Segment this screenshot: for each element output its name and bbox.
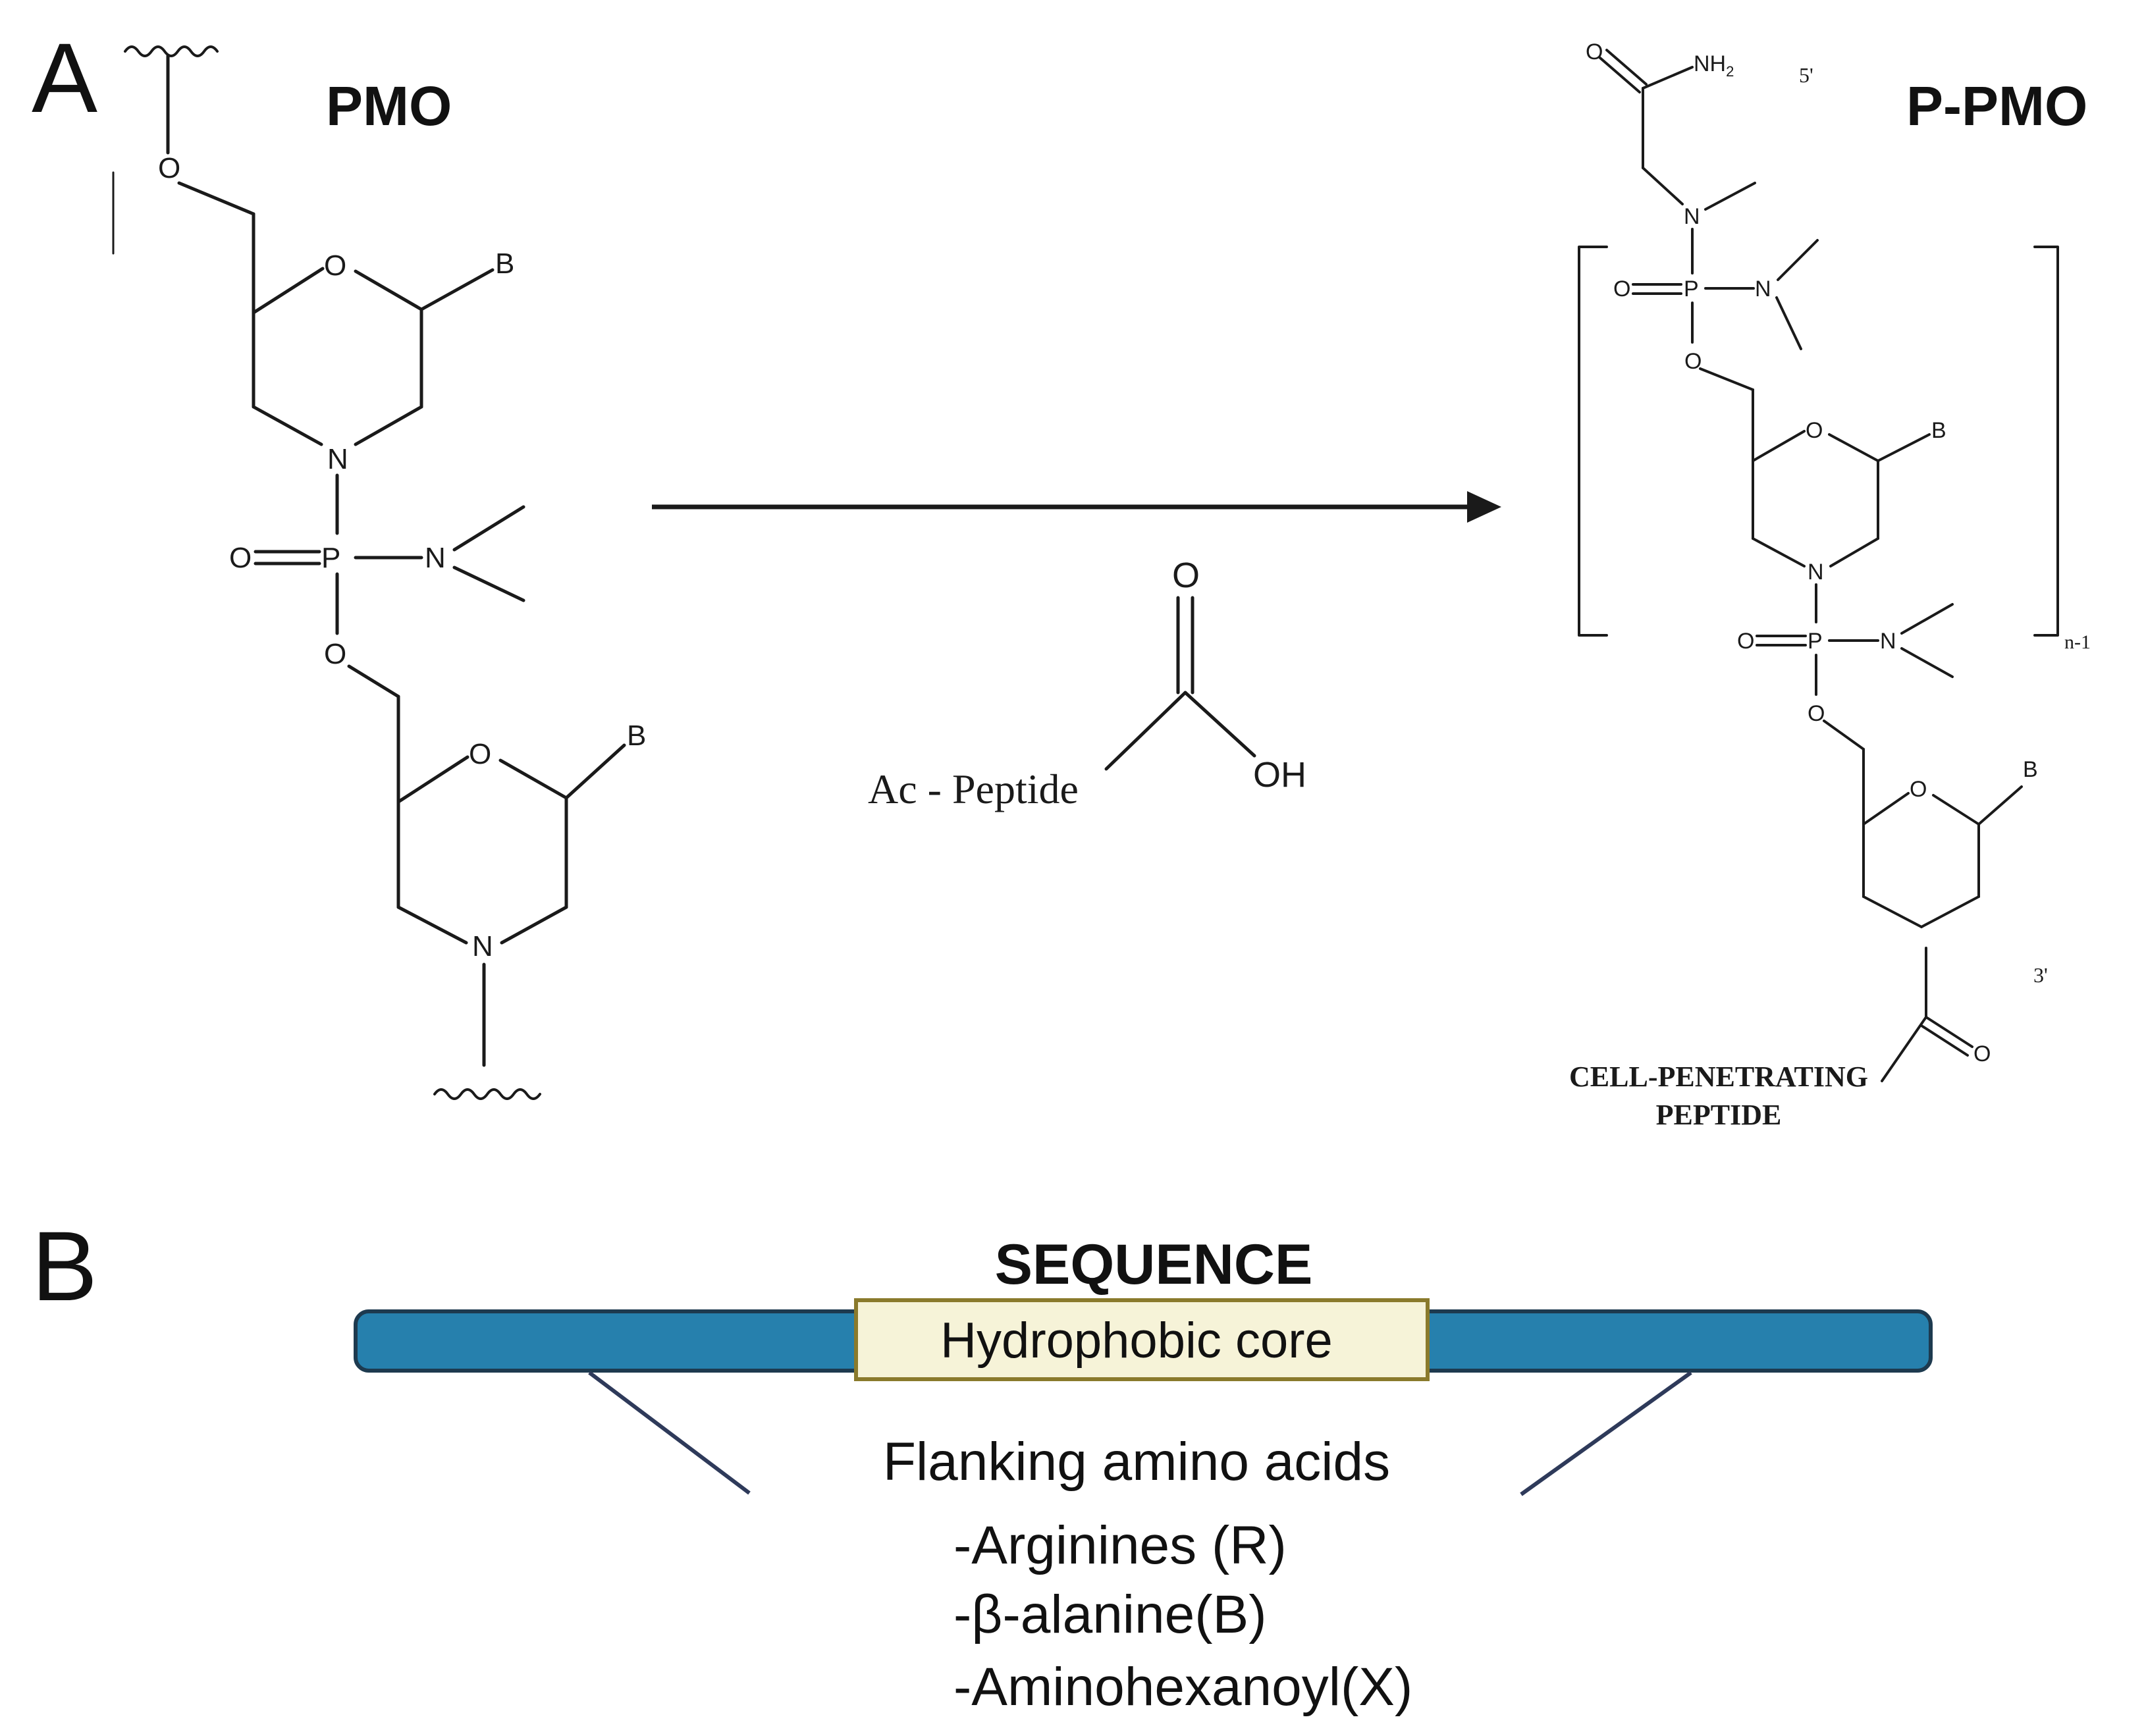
ring-nitrogen: N	[327, 443, 348, 475]
bond	[1823, 720, 1865, 750]
bond	[500, 905, 568, 945]
bond	[1920, 1024, 1969, 1057]
base-label: B	[1931, 418, 1946, 443]
bond	[1920, 895, 1980, 928]
bond	[1877, 433, 1931, 462]
bond	[1183, 691, 1256, 758]
flanking-title: Flanking amino acids	[883, 1432, 1390, 1492]
ring-oxygen: O	[1806, 418, 1823, 443]
sequence-title: SEQUENCE	[995, 1233, 1313, 1296]
amide-oxygen: O	[1586, 39, 1603, 65]
three-prime-label: 3'	[2033, 963, 2048, 987]
atom-p: P	[1684, 276, 1699, 302]
bond	[354, 405, 423, 446]
atom-o: O	[1808, 701, 1825, 726]
bond	[252, 267, 325, 315]
bond	[1605, 49, 1648, 86]
bond	[1777, 239, 1819, 281]
bond	[1599, 57, 1641, 93]
reagent-carbonyl-o: O	[1172, 556, 1200, 595]
cpp-label-line1: CELL-PENETRATING	[1569, 1061, 1868, 1093]
bond	[1932, 794, 1980, 826]
bond	[1977, 785, 2023, 826]
base-label: B	[627, 720, 646, 752]
ring-oxygen: O	[324, 250, 346, 282]
bond	[1829, 537, 1879, 567]
atom-n: N	[1880, 629, 1896, 654]
ring-nitrogen: N	[472, 930, 493, 962]
atom-n: N	[1755, 276, 1771, 302]
atom-o: O	[1737, 629, 1754, 654]
repeat-bracket-left	[1578, 246, 1608, 637]
ppmo-structure: P-PMO 5' O NH2 N n-1 O P N O O B	[1569, 39, 2091, 1131]
bond	[1642, 66, 1694, 90]
bond	[419, 268, 495, 311]
bond	[347, 664, 400, 698]
bond	[177, 181, 255, 216]
bond	[1104, 691, 1187, 771]
hydrophobic-core-box	[854, 1298, 1430, 1381]
bond	[498, 758, 568, 800]
arrow-head-icon	[1467, 491, 1501, 523]
bond	[1862, 895, 1923, 928]
bond	[1862, 792, 1910, 826]
panel-a-letter: A	[32, 22, 97, 133]
base-label: B	[495, 248, 514, 280]
bond	[1900, 647, 1954, 678]
bond	[1642, 167, 1684, 205]
repeat-subscript: n-1	[2064, 631, 2091, 653]
callout-line-right	[1520, 1371, 1692, 1496]
flanking-item-aminohexanoyl: -Aminohexanoyl(X)	[953, 1657, 1412, 1717]
reagent-structure: O OH Ac - Peptide	[868, 556, 1306, 812]
ppmo-title: P-PMO	[1906, 75, 2087, 137]
bond	[452, 566, 525, 602]
amide-nh2: NH2	[1694, 51, 1734, 80]
bond	[1881, 1016, 1927, 1082]
atom-n: N	[1684, 204, 1700, 229]
base-label: B	[2023, 757, 2038, 782]
bond	[1752, 430, 1806, 462]
hydrophobic-core-label: Hydrophobic core	[940, 1313, 1333, 1369]
bond	[396, 905, 468, 945]
cpp-label-line2: PEPTIDE	[1656, 1099, 1782, 1131]
flanking-item-beta-alanine: -β-alanine(B)	[953, 1585, 1267, 1644]
atom-o: O	[158, 152, 180, 184]
atom-o: O	[1684, 349, 1702, 374]
reaction-arrow	[652, 491, 1501, 523]
bond	[1752, 537, 1806, 567]
five-prime-label: 5'	[1799, 63, 1813, 87]
bond	[1699, 367, 1754, 391]
bond	[1704, 182, 1756, 211]
bond	[396, 755, 469, 804]
ring-oxygen: O	[1910, 777, 1927, 802]
ring-nitrogen: N	[1808, 560, 1824, 585]
bond	[564, 743, 626, 800]
wavy-bond-bottom	[433, 1088, 541, 1100]
bond	[1925, 1016, 1973, 1048]
callout-line-left	[588, 1371, 751, 1495]
wavy-bond-top	[124, 45, 219, 57]
bond	[354, 269, 423, 311]
atom-o: O	[1613, 276, 1630, 302]
repeat-bracket-right	[2033, 246, 2059, 637]
atom-o: O	[229, 542, 252, 574]
bond	[452, 505, 525, 552]
panel-b-letter: B	[32, 1211, 97, 1321]
reagent-label: Ac - Peptide	[868, 766, 1079, 812]
bond	[1900, 603, 1954, 635]
pmo-title: PMO	[326, 75, 452, 137]
bond	[1775, 296, 1802, 350]
bond	[1828, 433, 1879, 462]
atom-o: O	[324, 638, 346, 670]
carbonyl-oxygen: O	[1973, 1041, 1991, 1066]
ring-oxygen: O	[469, 738, 491, 770]
reagent-hydroxyl: OH	[1253, 755, 1306, 795]
atom-n: N	[425, 542, 446, 574]
pmo-structure: PMO O O B N O P N O O	[112, 45, 646, 1100]
flanking-item-arginines: -Arginines (R)	[953, 1515, 1287, 1575]
bond	[252, 405, 323, 446]
atom-p: P	[321, 542, 340, 574]
atom-p: P	[1808, 629, 1823, 654]
